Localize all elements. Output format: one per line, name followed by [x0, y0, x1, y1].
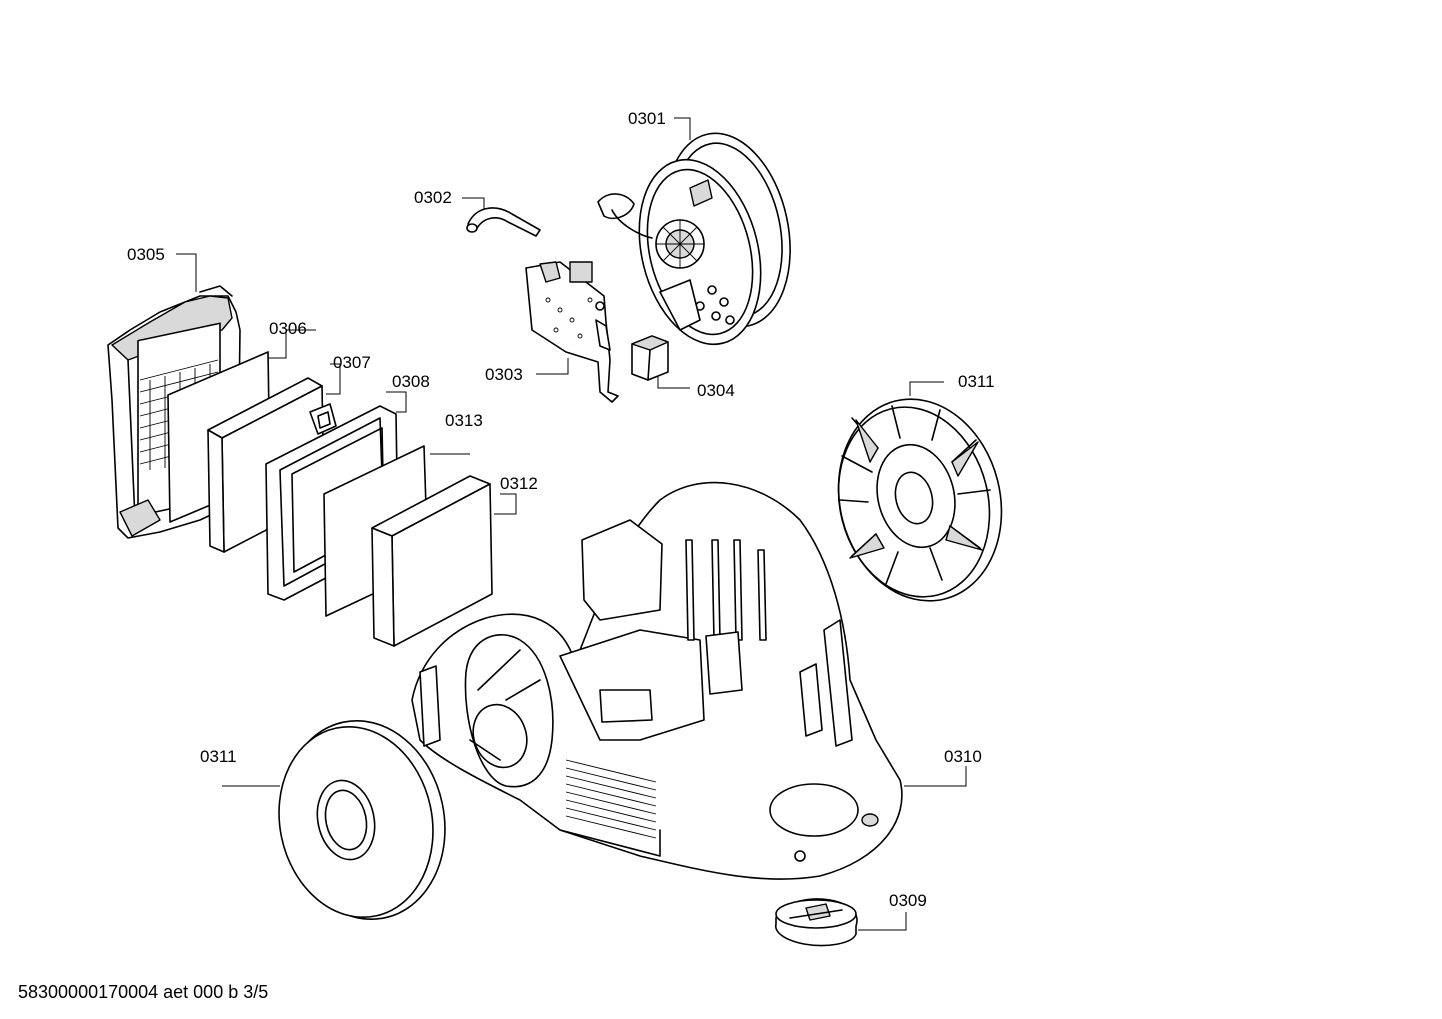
part-0301-cable-reel [597, 132, 791, 346]
part-0310-main-housing [411, 481, 903, 880]
label-0309: 0309 [889, 891, 927, 910]
part-0302-tube [466, 207, 541, 237]
label-0307: 0307 [333, 353, 371, 372]
label-0311-left: 0311 [200, 747, 237, 766]
part-0303-circuit-board [525, 261, 619, 403]
label-0305: 0305 [127, 245, 165, 264]
label-0312: 0312 [500, 474, 538, 493]
part-0312-foam-block [371, 475, 493, 647]
part-0311-wheel-right [837, 398, 1003, 602]
label-0310: 0310 [944, 747, 982, 766]
label-0304: 0304 [697, 381, 735, 400]
drawing-number-footer: 58300000170004 aet 000 b 3/5 [18, 982, 268, 1002]
part-0304-switch [631, 335, 669, 381]
part-0309-cap [775, 898, 858, 947]
part-0311-wheel-left [278, 719, 446, 921]
label-0303: 0303 [485, 365, 523, 384]
label-0308: 0308 [392, 372, 430, 391]
label-0306: 0306 [269, 319, 307, 338]
label-0313: 0313 [445, 411, 483, 430]
label-0301: 0301 [628, 109, 666, 128]
label-0302: 0302 [414, 188, 452, 207]
label-0311-right: 0311 [958, 372, 995, 391]
